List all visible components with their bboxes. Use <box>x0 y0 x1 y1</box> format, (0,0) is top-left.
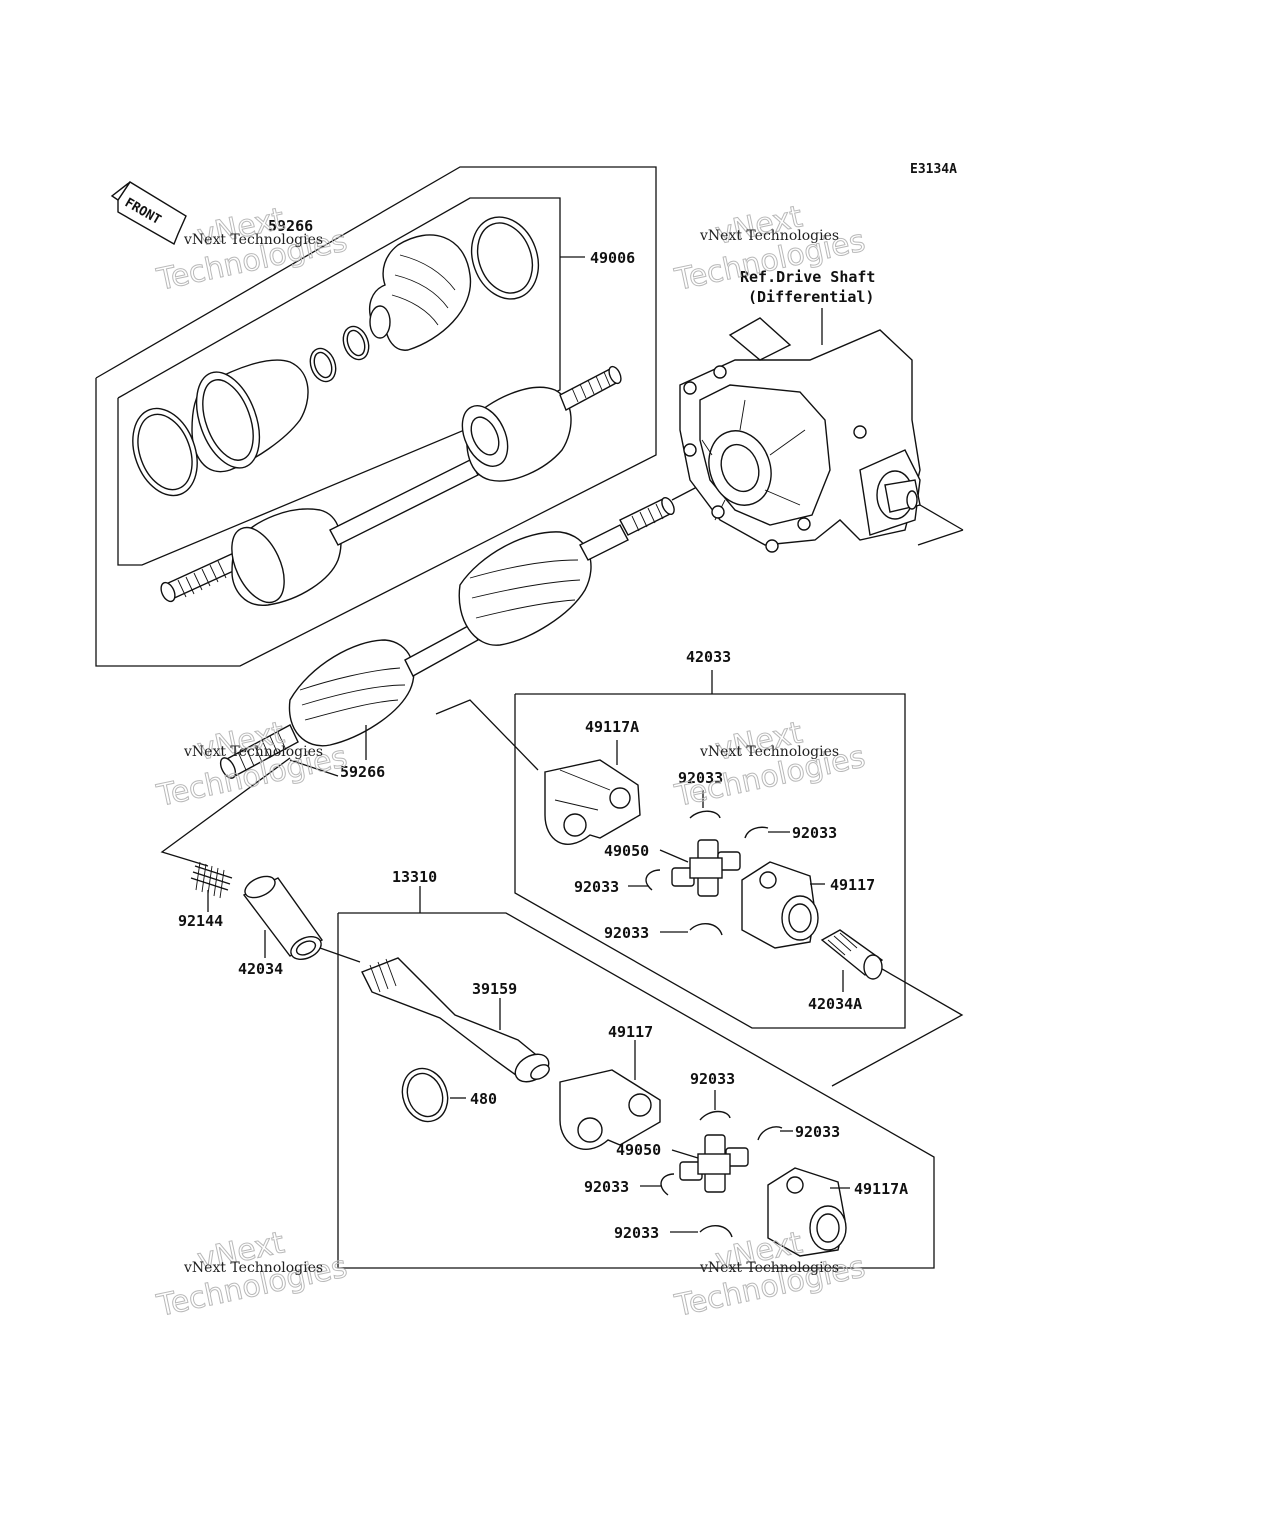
label-92144: 92144 <box>178 912 223 930</box>
label-92033-u4: 92033 <box>604 924 649 942</box>
front-arrow-icon: FRONT <box>110 181 187 246</box>
label-49006: 49006 <box>590 249 635 267</box>
label-59266-top: 59266 <box>268 217 313 235</box>
label-49117-lower: 49117 <box>608 1023 653 1041</box>
label-92033-u3: 92033 <box>574 878 619 896</box>
label-480: 480 <box>470 1090 497 1108</box>
label-59266-bottom: 59266 <box>340 763 385 781</box>
svg-text:vNext Technologies: vNext Technologies <box>699 228 839 244</box>
label-42033: 42033 <box>686 648 731 666</box>
label-49117A-lower: 49117A <box>854 1180 908 1198</box>
coupler-42034A <box>820 929 884 992</box>
cross-49050-upper <box>659 839 741 897</box>
label-42034: 42034 <box>238 960 283 978</box>
yoke-49117A-upper <box>544 740 641 845</box>
watermark-mid-right: vNext Technologies vNext Technologies <box>671 715 869 815</box>
kit-13310-box <box>337 886 935 1269</box>
diagram-code: E3134A <box>910 162 957 177</box>
yoke-49117-upper <box>741 861 825 949</box>
yoke-49117-lower <box>559 1040 661 1150</box>
differential-housing <box>679 317 964 553</box>
axle-shaft-upper <box>160 365 622 606</box>
ref-note-line2: (Differential) <box>748 288 874 306</box>
svg-text:vNext Technologies: vNext Technologies <box>183 232 323 248</box>
watermark-bottom-left: vNext Technologies vNext Technologies <box>153 1225 351 1325</box>
shaft-39159 <box>361 957 550 1083</box>
guide-line-shaft <box>289 759 339 777</box>
label-49050-upper: 49050 <box>604 842 649 860</box>
spring-92144 <box>190 861 233 912</box>
label-92033-u1: 92033 <box>678 769 723 787</box>
label-13310: 13310 <box>392 868 437 886</box>
svg-text:vNext Technologies: vNext Technologies <box>183 744 323 760</box>
label-92033-u2: 92033 <box>792 824 837 842</box>
label-49050-lower: 49050 <box>616 1141 661 1159</box>
kit-49006-box <box>95 166 657 667</box>
label-42034A: 42034A <box>808 995 862 1013</box>
drive-shaft-lower <box>219 474 721 779</box>
svg-text:vNext Technologies: vNext Technologies <box>699 1260 839 1276</box>
yoke-49117A-lower <box>767 1167 850 1257</box>
svg-text:vNext Technologies: vNext Technologies <box>699 744 839 760</box>
circlips-lower <box>660 1090 783 1238</box>
label-92033-l4: 92033 <box>614 1224 659 1242</box>
label-49117-upper: 49117 <box>830 876 875 894</box>
guide-line-92144 <box>160 757 291 867</box>
label-49117A-upper: 49117A <box>585 718 639 736</box>
boot-kit-parts <box>132 216 540 497</box>
svg-text:vNext Technologies: vNext Technologies <box>183 1260 323 1276</box>
circlips-upper <box>645 790 769 936</box>
kit-42033-box <box>435 670 964 1087</box>
label-92033-l1: 92033 <box>690 1070 735 1088</box>
cross-49050-lower <box>671 1134 749 1193</box>
label-39159: 39159 <box>472 980 517 998</box>
ref-note-line1: Ref.Drive Shaft <box>740 268 875 286</box>
label-92033-l2: 92033 <box>795 1123 840 1141</box>
circlip-480 <box>401 1067 466 1123</box>
coupler-42034 <box>242 875 361 963</box>
label-92033-l3: 92033 <box>584 1178 629 1196</box>
